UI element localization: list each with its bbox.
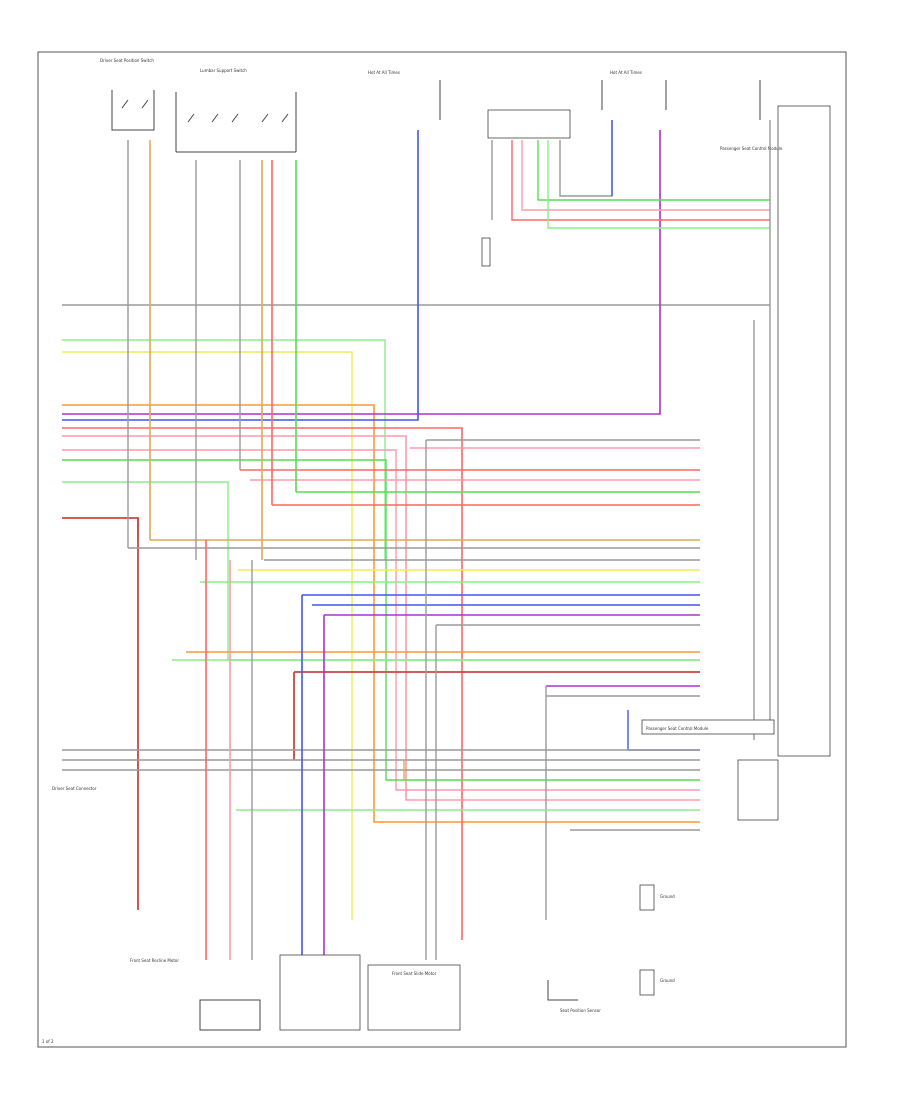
seat-switch-group: Lumbar Support Switch bbox=[175, 68, 297, 153]
connector-markers bbox=[481, 237, 779, 821]
right-passenger-module: Passenger Seat Control Module bbox=[720, 105, 831, 757]
junction-upper-right: Hot At All Times bbox=[601, 70, 761, 120]
left-lower-connector-label: Driver Seat Connector bbox=[52, 786, 97, 791]
bottom-right-motor: Seat Position Sensor bbox=[547, 980, 601, 1013]
center-top-box bbox=[487, 109, 571, 139]
figure-id: 1 of 2 bbox=[42, 1039, 54, 1044]
top-left-switch: Driver Seat Position Switch bbox=[100, 58, 155, 131]
passenger-bottom-module-label: Passenger Seat Control Module bbox=[646, 726, 709, 731]
bottom-left-motor: Front Seat Recline Motor bbox=[130, 958, 261, 1031]
vertical-wires bbox=[127, 120, 771, 960]
passenger-bottom-module: Passenger Seat Control Module bbox=[641, 719, 775, 735]
right-passenger-module-label: Passenger Seat Control Module bbox=[720, 146, 783, 151]
bottom-center-motor-label: Front Seat Slide Motor bbox=[392, 971, 437, 976]
horizontal-wires bbox=[62, 130, 770, 940]
junction-upper-center: Hot At All Times bbox=[368, 70, 441, 120]
right-grounds: Ground Ground bbox=[639, 884, 675, 996]
left-top-switch-label: Driver Seat Position Switch bbox=[100, 58, 154, 63]
bottom-right-motor-label: Seat Position Sensor bbox=[560, 1008, 601, 1013]
diagram-frame bbox=[37, 51, 847, 1048]
junction-upper-center-label: Hot At All Times bbox=[368, 70, 400, 75]
right-ground-1-label: Ground bbox=[660, 894, 675, 899]
left-lower-connector: Driver Seat Connector bbox=[52, 786, 97, 791]
right-ground-2-label: Ground bbox=[660, 978, 675, 983]
junction-upper-right-label: Hot At All Times bbox=[610, 70, 642, 75]
bottom-left-motor-label: Front Seat Recline Motor bbox=[130, 958, 179, 963]
bottom-center-motor: Front Seat Slide Motor bbox=[279, 954, 461, 1031]
seat-switch-label: Lumbar Support Switch bbox=[200, 68, 247, 73]
